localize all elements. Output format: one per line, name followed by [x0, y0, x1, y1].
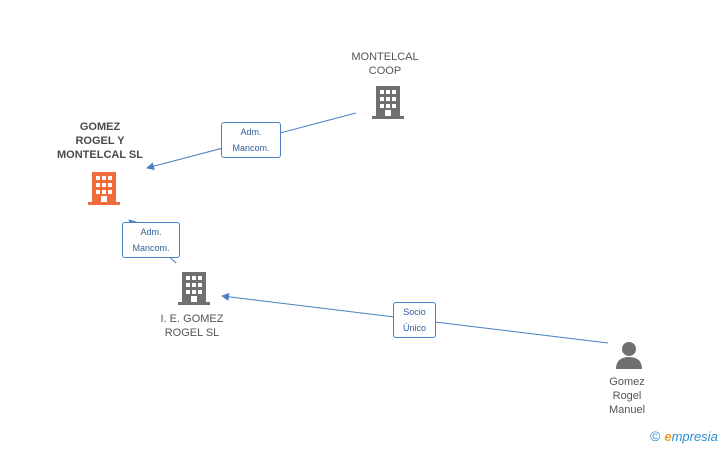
node-label-line: MONTELCAL SL [57, 149, 143, 161]
person-icon[interactable] [614, 340, 644, 370]
brand-name: mpresia [671, 429, 718, 444]
building-icon[interactable] [88, 170, 120, 206]
node-label-line: Gomez [609, 376, 645, 388]
node-label-gomez-rogel-montelcal[interactable]: GOMEZ ROGEL Y MONTELCAL SL [45, 120, 155, 162]
edge-label-line: Socio [403, 307, 426, 317]
edge-label-line: Adm. [140, 227, 162, 237]
node-label-line: GOMEZ [79, 121, 121, 133]
edge-label-manuel-to-ie[interactable]: Socio Único [393, 302, 436, 338]
node-label-gomez-rogel-manuel[interactable]: Gomez Rogel Manuel [587, 375, 667, 417]
node-label-line: MONTELCAL [351, 51, 419, 63]
node-label-line: Rogel [612, 390, 642, 402]
building-icon[interactable] [372, 84, 404, 120]
edge-label-line: Adm. [240, 127, 262, 137]
edge-label-line: Mancom. [232, 143, 270, 153]
edge-label-coop-to-main[interactable]: Adm. Mancom. [221, 122, 281, 158]
brand-initial: e [664, 429, 672, 444]
empresia-logo: ©empresia [650, 428, 718, 444]
node-label-line: Manuel [608, 404, 646, 416]
edge-label-ie-to-main[interactable]: Adm. Mancom. [122, 222, 180, 258]
node-label-line: COOP [368, 65, 402, 77]
building-icon[interactable] [178, 270, 210, 306]
node-label-line: I. E. GOMEZ [160, 313, 224, 325]
edge-label-line: Único [402, 323, 426, 333]
edge-label-line: Mancom. [132, 243, 170, 253]
node-label-montelcal-coop[interactable]: MONTELCAL COOP [335, 50, 435, 78]
copyright-symbol: © [650, 428, 661, 444]
node-label-line: ROGEL Y [75, 135, 125, 147]
node-label-line: ROGEL SL [164, 327, 220, 339]
node-label-ie-gomez-rogel[interactable]: I. E. GOMEZ ROGEL SL [142, 312, 242, 340]
